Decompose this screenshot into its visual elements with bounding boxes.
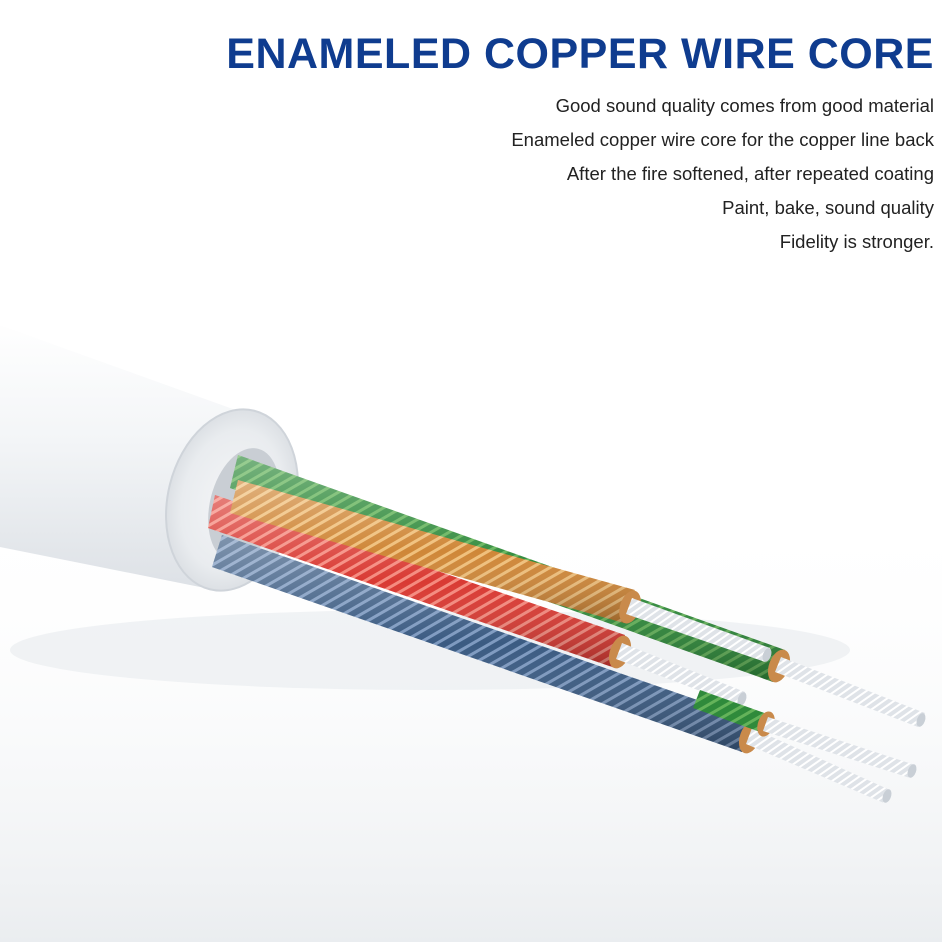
description-line: After the fire softened, after repeated … [566, 163, 934, 184]
feature-description: Good sound quality comes from good mater… [511, 93, 934, 263]
page-title: ENAMELED COPPER WIRE CORE [226, 30, 934, 78]
description-line: Paint, bake, sound quality [722, 197, 934, 218]
description-line: Enameled copper wire core for the copper… [511, 129, 934, 150]
description-line: Good sound quality comes from good mater… [555, 95, 934, 116]
description-line: Fidelity is stronger. [779, 231, 934, 252]
